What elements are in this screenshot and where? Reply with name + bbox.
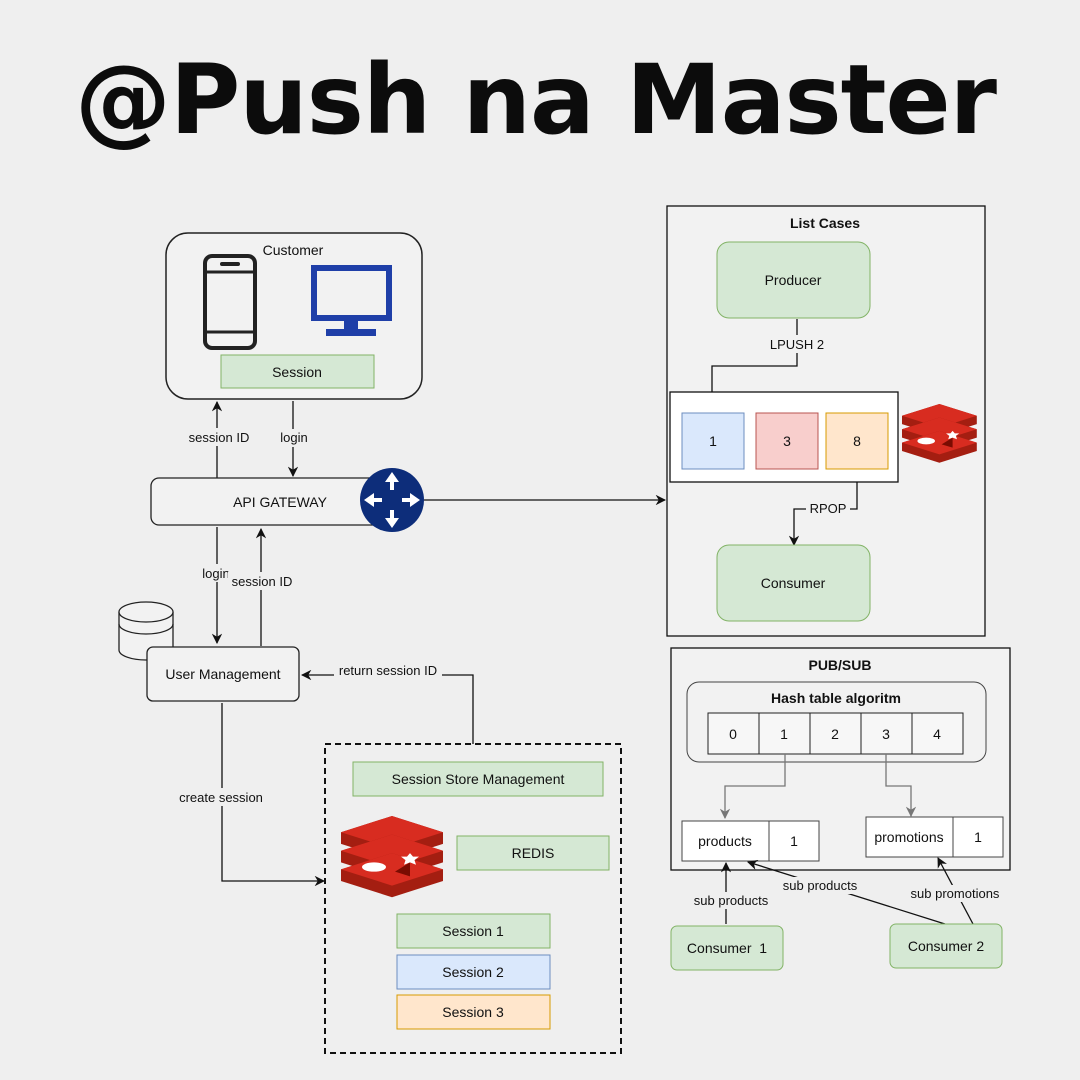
session-item: Session 1: [442, 923, 504, 939]
pubsub-panel: PUB/SUB Hash table algoritm 0 1 2 3 4 pr…: [670, 647, 1011, 871]
consumer-1: Consumer 1: [670, 925, 784, 971]
channel-count: 1: [974, 829, 982, 845]
consumer-2-label: Consumer 2: [908, 938, 984, 954]
monitor-icon: [311, 265, 392, 336]
pubsub-title: PUB/SUB: [808, 657, 871, 673]
consumer-label: Consumer: [761, 575, 826, 591]
channel-name: products: [698, 833, 752, 849]
redis-label: REDIS: [512, 845, 555, 861]
lpush-label: LPUSH 2: [770, 337, 824, 352]
page-title: @Push na Master: [75, 44, 997, 156]
database-icon: [118, 601, 174, 661]
session-store-title: Session Store Management: [392, 771, 565, 787]
list-cases-title: List Cases: [790, 215, 860, 231]
sub-label: sub products: [694, 893, 769, 908]
channel-count: 1: [790, 833, 798, 849]
session-id-up-label: session ID: [189, 430, 250, 445]
producer-label: Producer: [765, 272, 822, 288]
list-item: 8: [853, 433, 861, 449]
hash-slot: 1: [780, 726, 788, 742]
router-icon: [360, 468, 424, 532]
redis-icon: [341, 816, 443, 898]
session-label: Session: [272, 364, 322, 380]
consumer-2: Consumer 2: [889, 923, 1003, 969]
list-cases-panel: List Cases Producer LPUSH 2 1 3 8 RPOP C…: [666, 205, 986, 637]
channel-name: promotions: [874, 829, 943, 845]
consumer-1-label: Consumer 1: [687, 940, 767, 956]
return-session-id-label: return session ID: [339, 663, 437, 678]
session-item: Session 2: [442, 964, 504, 980]
login-down-label: login: [280, 430, 307, 445]
session-store: Session Store Management REDIS Session 1…: [324, 743, 622, 1054]
hash-slot: 2: [831, 726, 839, 742]
hash-slot: 3: [882, 726, 890, 742]
redis-icon: [902, 404, 977, 463]
customer-label: Customer: [263, 242, 324, 258]
hash-slot: 0: [729, 726, 737, 742]
phone-icon: [203, 254, 257, 350]
list-item: 1: [709, 433, 717, 449]
api-gateway: API GATEWAY: [150, 477, 392, 526]
session-item: Session 3: [442, 1004, 504, 1020]
sub-label: sub products: [783, 878, 858, 893]
sub-label: sub promotions: [911, 886, 1000, 901]
login-to-um-label: login: [202, 566, 229, 581]
list-item: 3: [783, 433, 791, 449]
create-session-label: create session: [179, 790, 263, 805]
user-management: User Management: [146, 646, 300, 702]
customer-box: Customer Session: [165, 232, 423, 400]
hash-slot: 4: [933, 726, 941, 742]
rpop-label: RPOP: [810, 501, 847, 516]
session-id-from-um-label: session ID: [232, 574, 293, 589]
api-gateway-label: API GATEWAY: [233, 494, 328, 510]
user-management-label: User Management: [165, 666, 280, 682]
hash-table-title: Hash table algoritm: [771, 690, 901, 706]
